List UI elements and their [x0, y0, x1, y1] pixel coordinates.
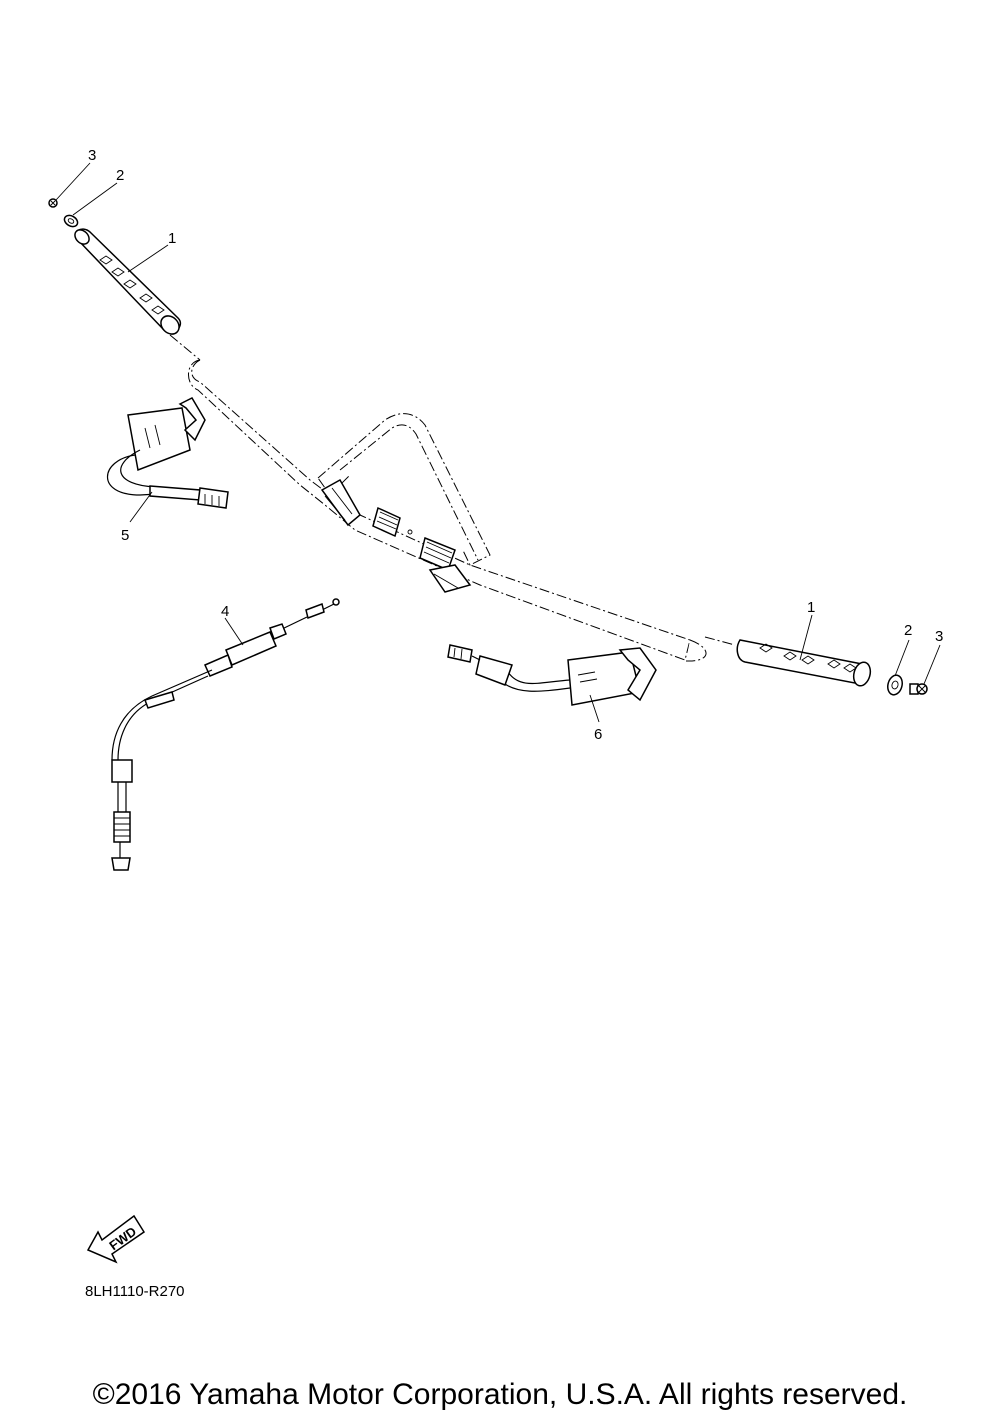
callout-left-thumb-warmer: 5 [121, 491, 153, 544]
callout-right-washer: 2 [894, 622, 912, 677]
right-washer [887, 674, 903, 696]
callout-right-grip: 1 [799, 599, 815, 661]
throttle-cable [111, 598, 340, 871]
svg-text:2: 2 [116, 167, 124, 184]
svg-text:1: 1 [168, 230, 176, 247]
svg-text:2: 2 [904, 622, 912, 639]
callout-left-grip: 1 [127, 230, 176, 273]
handlebar-outline [188, 359, 707, 662]
copyright-notice: ©2016 Yamaha Motor Corporation, U.S.A. A… [92, 1378, 908, 1411]
svg-text:6: 6 [594, 726, 602, 743]
left-screw [48, 198, 58, 208]
callout-cable: 4 [221, 603, 244, 646]
svg-text:4: 4 [221, 603, 229, 620]
callout-left-screw: 3 [55, 147, 96, 201]
left-grip [74, 228, 201, 361]
fwd-arrow-icon: FWD [86, 1214, 146, 1264]
right-screw [909, 683, 928, 695]
svg-text:3: 3 [88, 147, 96, 164]
svg-text:3: 3 [935, 628, 943, 645]
diagram-reference: 8LH1110-R270 [85, 1283, 185, 1300]
callout-left-washer: 2 [72, 167, 124, 216]
svg-text:1: 1 [807, 599, 815, 616]
right-thumb-warmer [447, 644, 657, 706]
left-thumb-warmer [107, 397, 229, 509]
left-washer [63, 214, 79, 228]
callout-right-screw: 3 [923, 628, 943, 685]
right-grip [704, 636, 872, 687]
svg-text:5: 5 [121, 527, 129, 544]
callout-right-thumb-warmer: 6 [589, 694, 602, 743]
